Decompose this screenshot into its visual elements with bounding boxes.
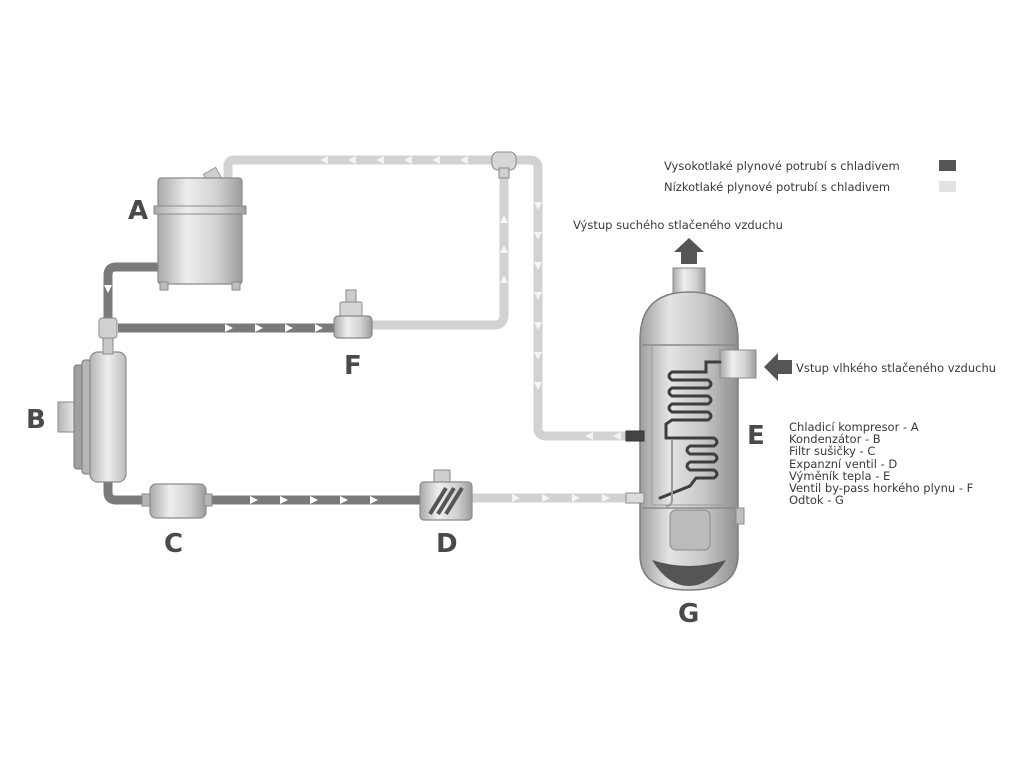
bypass-pipe (365, 167, 509, 330)
coil-lower (658, 436, 719, 500)
label-e: E (747, 421, 765, 451)
inlet-label: Vstup vlhkého stlačeného vzduchu (796, 361, 997, 375)
condenser-b (57, 351, 127, 483)
legend-high-pressure: Vysokotlaké plynové potrubí s chladivem (664, 155, 956, 176)
heat-exchanger-e (625, 267, 757, 591)
coil-upper (664, 360, 722, 440)
compressor-a (153, 166, 247, 291)
label-c: C (164, 529, 183, 559)
top-junction (491, 151, 517, 179)
label-g: G (678, 599, 699, 629)
component-item: Ventil by-pass horkého plynu - F (789, 481, 974, 496)
outlet-arrow (674, 238, 704, 264)
flow-arrows (104, 285, 378, 504)
component-item: Odtok - G (789, 493, 844, 508)
bypass-valve-f (333, 289, 373, 339)
outlet-label: Výstup suchého stlačeného vzduchu (573, 218, 783, 232)
filter-dryer-c (141, 483, 213, 519)
component-item: Výměník tepla - E (789, 468, 891, 483)
flow-arrows-light (320, 156, 621, 502)
discharge-pipe (103, 262, 158, 320)
legend-high-pressure-text: Vysokotlaké plynové potrubí s chladivem (664, 158, 900, 173)
legend-low-pressure-swatch (939, 181, 956, 192)
legend-low-pressure-text: Nízkotlaké plynové potrubí s chladivem (664, 179, 891, 194)
component-item: Kondenzátor - B (789, 432, 881, 447)
label-d: D (436, 529, 458, 559)
junction-tee (98, 317, 118, 355)
pipe-legend: Vysokotlaké plynové potrubí s chladivem … (664, 155, 956, 197)
inlet-arrow (764, 353, 792, 381)
component-list: Chladicí kompresor - A Kondenzátor - B F… (789, 420, 974, 508)
suction-pipe (223, 155, 510, 187)
suction-return-pipe (500, 155, 635, 441)
component-item: Chladicí kompresor - A (789, 420, 919, 434)
legend-high-pressure-swatch (939, 160, 956, 171)
component-item: Filtr sušičky - C (789, 444, 876, 459)
label-f: F (344, 351, 362, 381)
condenser-outlet-pipe (103, 476, 150, 505)
expansion-valve-d (419, 469, 473, 521)
label-b: B (26, 405, 46, 435)
high-pressure-pipes (103, 262, 420, 505)
component-item: Expanzní ventil - D (789, 456, 898, 471)
label-a: A (128, 196, 148, 226)
legend-low-pressure: Nízkotlaké plynové potrubí s chladivem (664, 176, 956, 197)
